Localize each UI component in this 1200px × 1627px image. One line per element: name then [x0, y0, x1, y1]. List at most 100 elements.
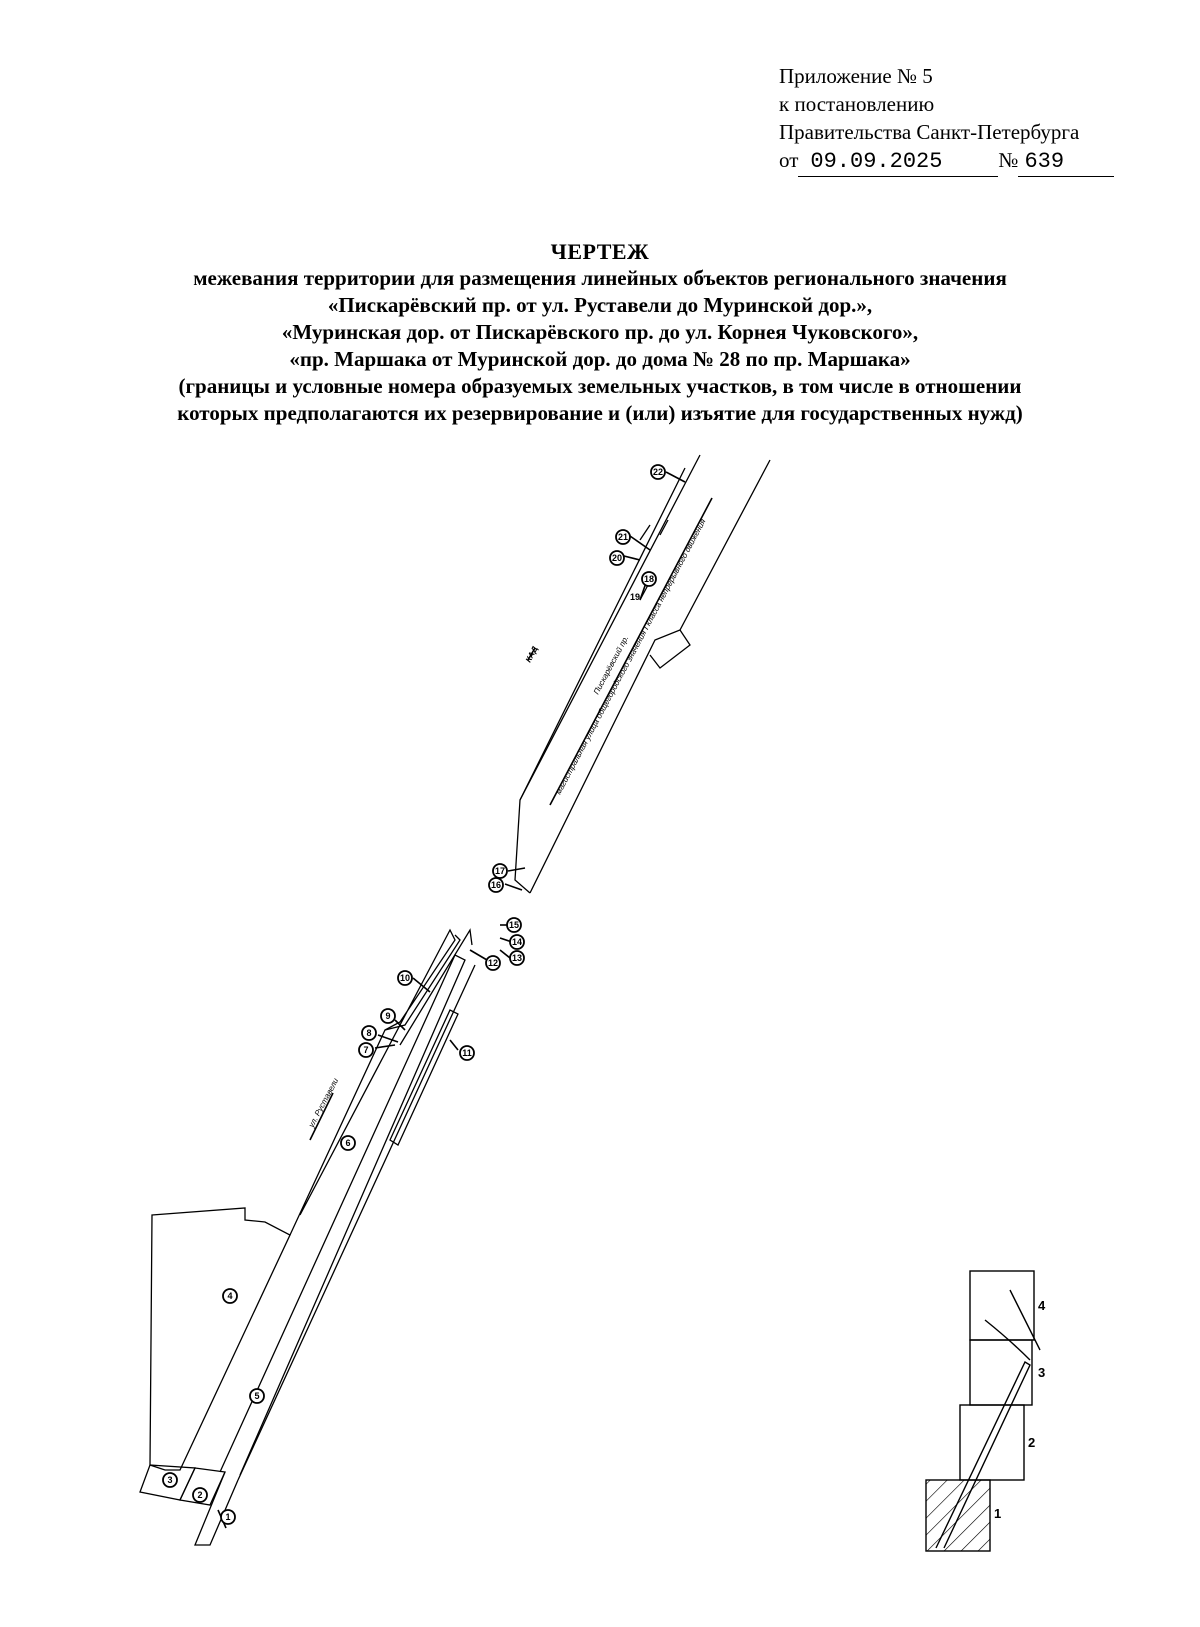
parcel-circle-7 [358, 1042, 374, 1058]
decree-number-label: № [998, 148, 1019, 172]
parcel-number-4: 4 [227, 1291, 232, 1301]
parcel-number-3: 3 [167, 1475, 172, 1485]
parcel-number-22: 22 [653, 467, 663, 477]
parcel-circle-4 [222, 1288, 238, 1304]
title-line-4: «пр. Маршака от Муринской дор. до дома №… [289, 347, 911, 371]
leader-line-22 [665, 471, 686, 483]
title-block: ЧЕРТЕЖ межевания территории для размещен… [60, 238, 1140, 427]
parcel-outline-20 [639, 524, 651, 541]
parcel-circle-3 [162, 1472, 178, 1488]
key-map-curve-2 [984, 1319, 1031, 1361]
decree-date: 09.09.2025 [798, 148, 999, 177]
decree-date-prefix: от [779, 148, 799, 172]
title-line-1: межевания территории для размещения лине… [193, 266, 1007, 290]
key-map [925, 1270, 1041, 1552]
street-label-kad: КАД [524, 645, 540, 664]
parcel-number-14: 14 [512, 937, 522, 947]
parcel-circle-20 [609, 550, 625, 566]
key-map-corridor [935, 1361, 1031, 1549]
leader-line-20 [623, 555, 641, 561]
parcel-circle-22 [650, 464, 666, 480]
parcel-outlines [139, 454, 771, 1546]
leader-line-12 [469, 949, 488, 961]
parcel-outline-4 [149, 1207, 291, 1471]
corridor-notch [649, 629, 691, 669]
parcel-circle-8 [361, 1025, 377, 1041]
corridor-inner-line [519, 454, 701, 801]
parcel-number-1: 1 [225, 1512, 230, 1522]
title-line-5: (границы и условные номера образуемых зе… [178, 374, 1022, 398]
leader-line-11 [449, 1039, 459, 1051]
parcel-number-10: 10 [400, 973, 410, 983]
parcel-number-11: 11 [462, 1048, 472, 1058]
parcel-circle-15 [506, 917, 522, 933]
arrow-line-upper [549, 497, 713, 806]
parcel-number-18: 18 [644, 574, 654, 584]
parcel-outline-9 [384, 934, 461, 1031]
parcel-number-7: 7 [363, 1045, 368, 1055]
title-line-6: которых предполагаются их резервирование… [177, 401, 1023, 425]
appendix-line-1: Приложение № 5 [779, 64, 933, 88]
key-map-curve-1 [1009, 1289, 1041, 1351]
parcel-circle-2 [192, 1487, 208, 1503]
parcel-number-15: 15 [509, 920, 519, 930]
key-map-label-2: 2 [1028, 1435, 1035, 1450]
parcel-number-20: 20 [612, 553, 622, 563]
corridor-upper-right [529, 459, 771, 894]
parcel-circle-9 [380, 1008, 396, 1024]
parcel-number-13: 13 [512, 953, 522, 963]
corridor-lower-edge [237, 964, 476, 1481]
leader-line-9 [394, 1019, 406, 1031]
leader-line-8 [377, 1034, 399, 1043]
leader-line-10 [412, 977, 431, 993]
key-map-sheet-3 [969, 1339, 1033, 1406]
decree-number: 639 [1018, 148, 1115, 177]
title-line-2: «Пискарёвский пр. от ул. Руставели до Му… [327, 293, 873, 317]
parcel-number-16: 16 [491, 880, 501, 890]
leader-line-17 [507, 867, 526, 872]
document-title: ЧЕРТЕЖ [550, 239, 650, 264]
parcel-circle-21 [615, 529, 631, 545]
parcel-number-19: 19 [630, 592, 640, 602]
appendix-line-3: Правительства Санкт-Петербурга [779, 120, 1080, 144]
parcel-circle-10 [397, 970, 413, 986]
title-line-3: «Муринская дор. от Пискарёвского пр. до … [281, 320, 919, 344]
street-label-rustaveli: ул. Руставели [306, 1076, 340, 1130]
leader-line-13 [499, 949, 511, 959]
parcel-number-9: 9 [385, 1011, 390, 1021]
leader-line-7 [374, 1044, 396, 1049]
parcel-number-5: 5 [254, 1391, 259, 1401]
parcel-circle-13 [509, 950, 525, 966]
parcel-circle-1 [220, 1509, 236, 1525]
key-map-label-3: 3 [1038, 1365, 1045, 1380]
key-map-sheet-2 [959, 1404, 1025, 1481]
parcel-number-17: 17 [495, 866, 505, 876]
corridor-upper-left [514, 467, 686, 894]
leader-lines [217, 471, 713, 1529]
street-label-class: магистральная улица общегородского значе… [554, 517, 708, 796]
leader-line-ruastaveli [309, 1092, 334, 1141]
key-map-sheet-1 [925, 1479, 991, 1552]
parcel-circle-17 [492, 863, 508, 879]
parcel-number-8: 8 [366, 1028, 371, 1038]
key-map-sheet-4 [969, 1270, 1035, 1341]
parcel-outline-21 [659, 519, 669, 536]
parcel-circle-12 [485, 955, 501, 971]
leader-line-kad [527, 647, 536, 661]
appendix-block: Приложение № 5 к постановлению Правитель… [779, 62, 1139, 177]
parcel-circle-6 [340, 1135, 356, 1151]
leader-line-16 [504, 883, 523, 891]
leader-line-21 [629, 535, 651, 551]
appendix-line-2: к постановлению [779, 92, 935, 116]
parcel-circle-11 [459, 1045, 475, 1061]
parcel-circle-16 [488, 877, 504, 893]
parcel-outline-6 [289, 928, 456, 1236]
parcel-number-6: 6 [345, 1138, 350, 1148]
parcel-number-21: 21 [618, 532, 628, 542]
corridor-lower [219, 954, 466, 1476]
parcel-circle-5 [249, 1388, 265, 1404]
parcel-outline-2 [179, 1467, 226, 1506]
parcel-outline-8 [399, 928, 473, 1046]
